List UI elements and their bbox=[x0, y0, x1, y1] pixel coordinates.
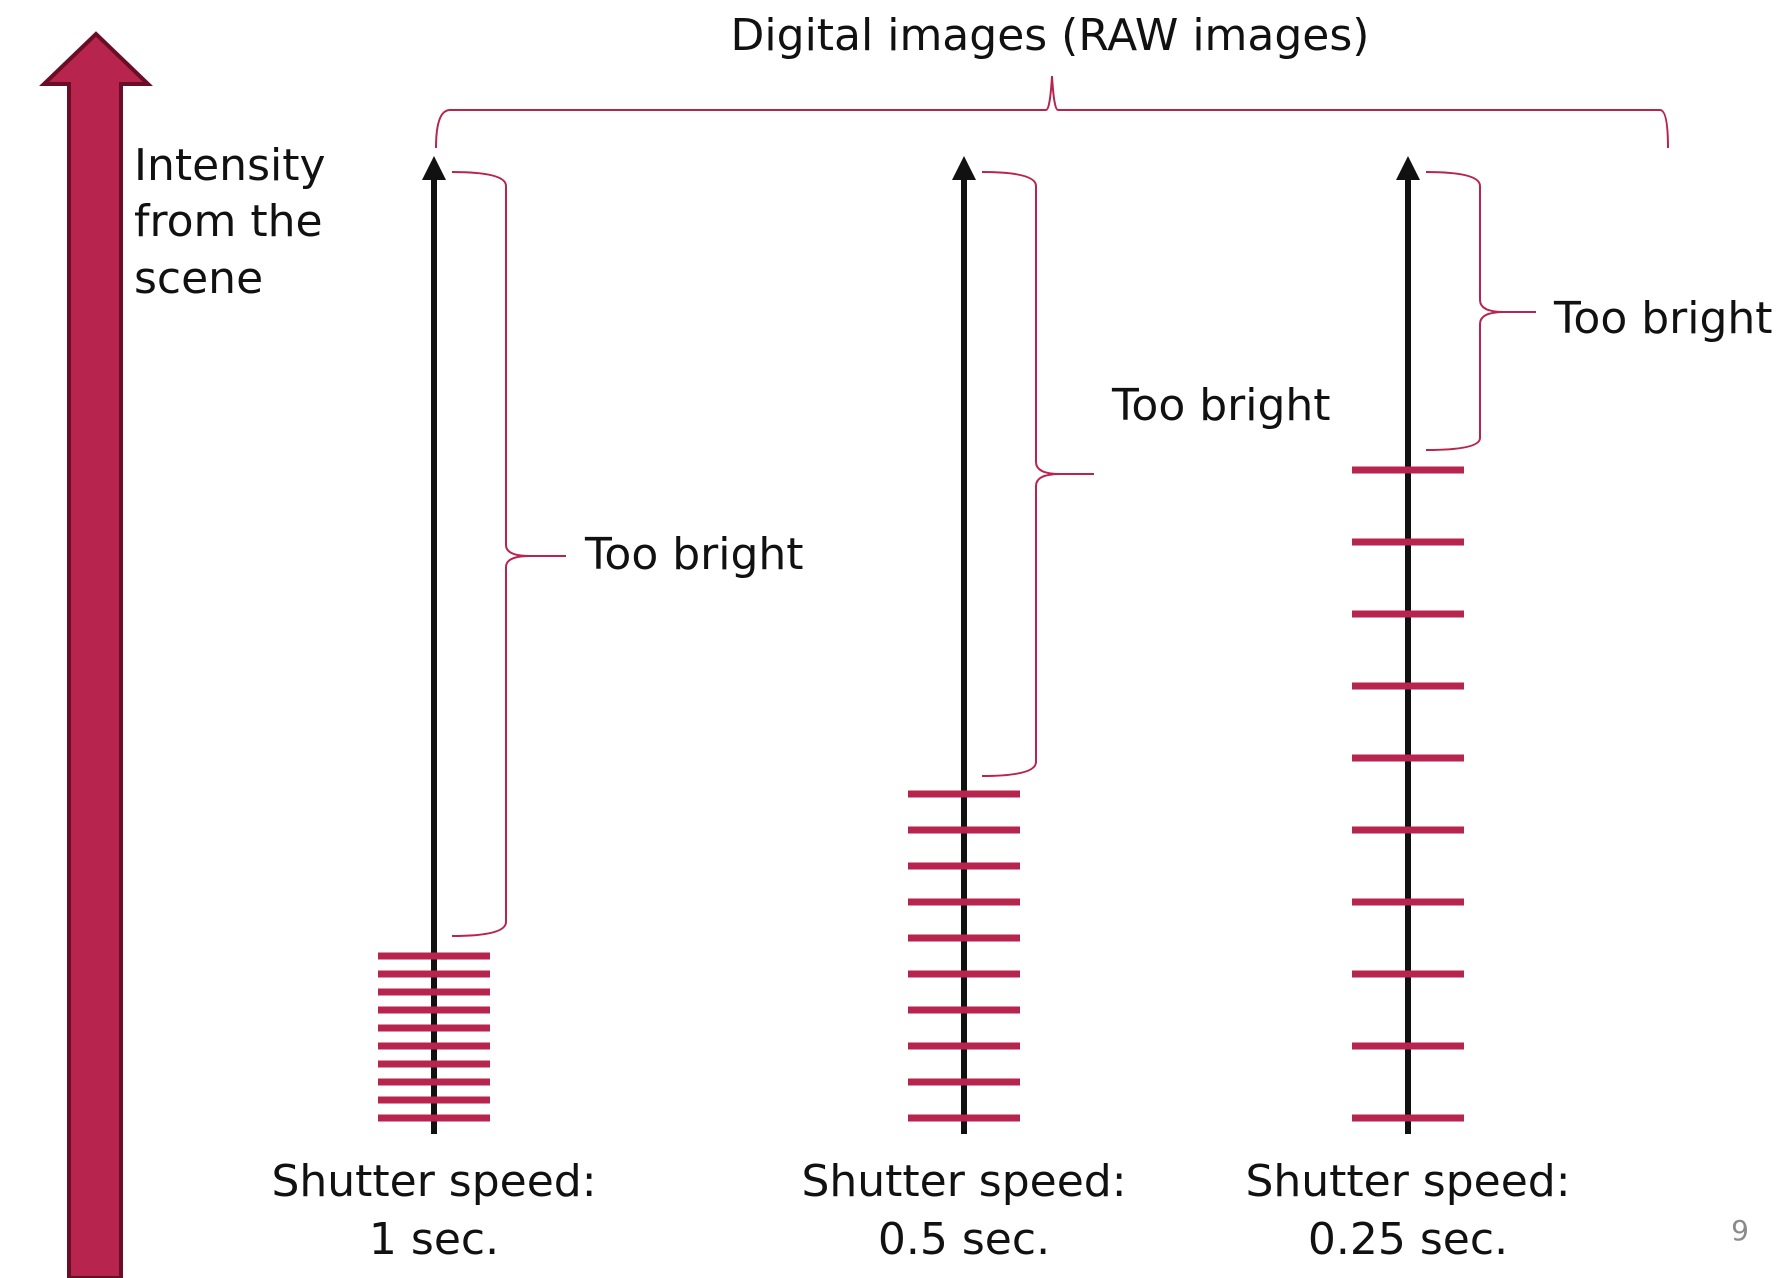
intensity-label-line-3: scene bbox=[134, 253, 263, 304]
diagram-title: Digital images (RAW images) bbox=[731, 10, 1370, 61]
page-number: 9 bbox=[1731, 1214, 1749, 1247]
quantization-levels bbox=[908, 790, 1020, 1122]
shutter-speed-label: Shutter speed: bbox=[271, 1156, 596, 1207]
too-bright-label: Too bright bbox=[584, 529, 804, 580]
intensity-axis-arrowhead bbox=[422, 156, 446, 180]
exposure-group-1s: Too bright Shutter speed: 1 sec. bbox=[271, 156, 804, 1265]
shutter-time-label: 1 sec. bbox=[369, 1214, 499, 1265]
intensity-arrow bbox=[39, 31, 153, 1278]
too-bright-label: Too bright bbox=[1111, 380, 1331, 431]
intensity-axis-arrowhead bbox=[952, 156, 976, 180]
too-bright-brace bbox=[1425, 171, 1536, 451]
intensity-label-line-1: Intensity bbox=[134, 140, 326, 191]
raw-images-brace bbox=[435, 75, 1669, 149]
exposure-group-0-5s: Too bright Shutter speed: 0.5 sec. bbox=[801, 156, 1331, 1265]
shutter-speed-label: Shutter speed: bbox=[801, 1156, 1126, 1207]
intensity-label-line-2: from the bbox=[134, 196, 323, 247]
too-bright-brace bbox=[451, 171, 566, 937]
shutter-speed-label: Shutter speed: bbox=[1245, 1156, 1570, 1207]
too-bright-label: Too bright bbox=[1553, 293, 1773, 344]
shutter-time-label: 0.25 sec. bbox=[1308, 1214, 1508, 1265]
exposure-group-0-25s: Too bright Shutter speed: 0.25 sec. bbox=[1245, 156, 1773, 1265]
intensity-axis-arrowhead bbox=[1396, 156, 1420, 180]
quantization-levels bbox=[1352, 466, 1464, 1122]
quantization-levels bbox=[378, 952, 490, 1122]
shutter-time-label: 0.5 sec. bbox=[878, 1214, 1050, 1265]
too-bright-brace bbox=[981, 171, 1094, 777]
